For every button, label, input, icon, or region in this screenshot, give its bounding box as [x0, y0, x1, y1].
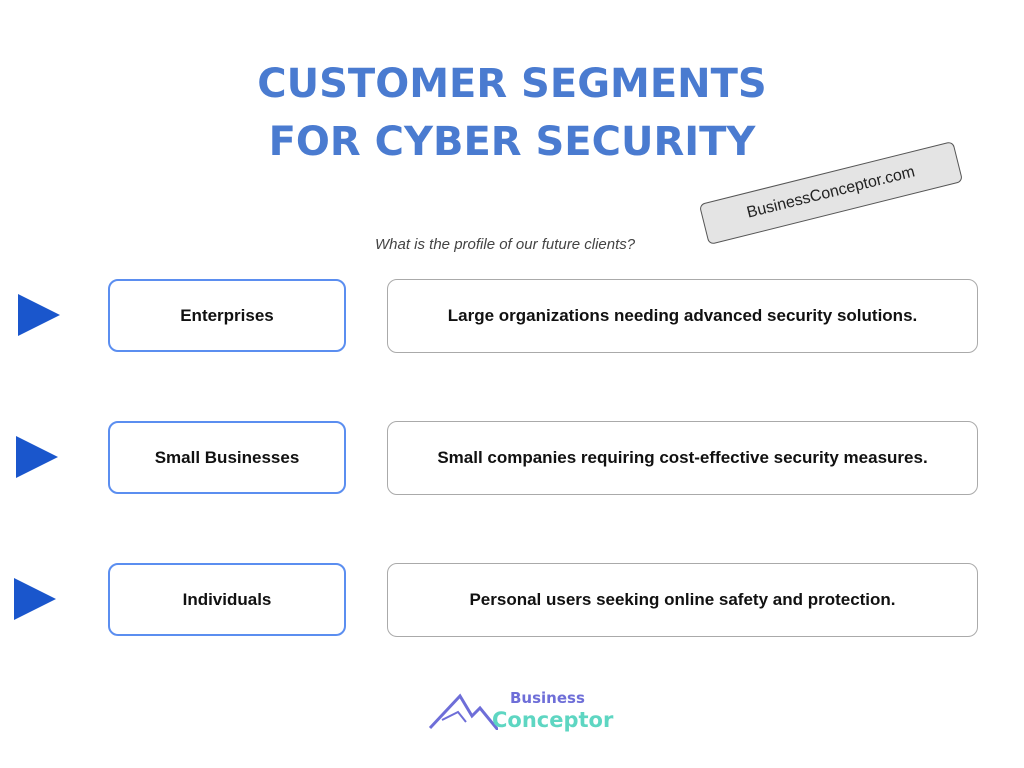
logo-word-business: Business: [510, 689, 585, 707]
business-conceptor-logo: Business Conceptor: [428, 690, 628, 734]
arrow-icon: [14, 578, 56, 620]
logo-word-conceptor: Conceptor: [492, 708, 614, 732]
segment-label: Enterprises: [108, 279, 346, 352]
subtitle: What is the profile of our future client…: [375, 236, 636, 253]
arrow-icon: [18, 294, 60, 336]
segment-label: Individuals: [108, 563, 346, 636]
title-line-2: FOR CYBER SECURITY: [268, 119, 756, 165]
title-line-1: CUSTOMER SEGMENTS: [257, 61, 767, 107]
segment-description: Small companies requiring cost-effective…: [387, 421, 978, 495]
segment-description: Personal users seeking online safety and…: [387, 563, 978, 637]
arrow-icon: [16, 436, 58, 478]
segment-description: Large organizations needing advanced sec…: [387, 279, 978, 353]
mountain-icon: [428, 693, 500, 731]
segment-label: Small Businesses: [108, 421, 346, 494]
